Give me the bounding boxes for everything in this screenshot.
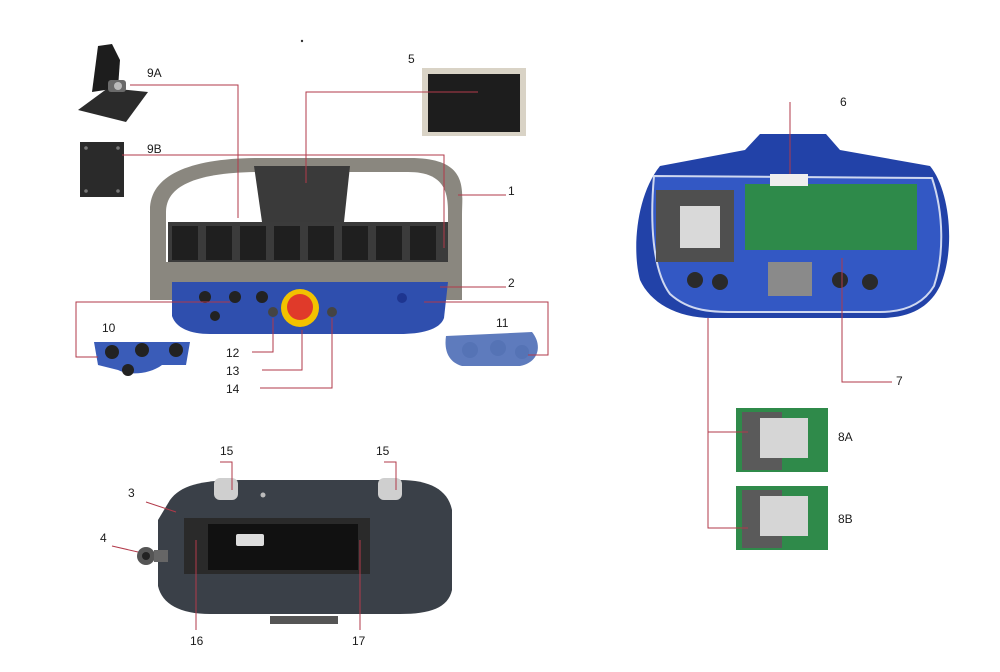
- leader-3: [145, 501, 177, 513]
- part-5-lid: [422, 68, 526, 136]
- callout-1: 1: [508, 184, 515, 198]
- leader-15b: [384, 461, 397, 490]
- part-8a-module: [736, 408, 828, 472]
- callout-2: 2: [508, 276, 515, 290]
- stray-dot: [300, 39, 304, 43]
- callout-4: 4: [100, 531, 107, 545]
- callout-14: 14: [226, 382, 240, 396]
- callout-9a: 9A: [147, 66, 162, 80]
- callout-7: 7: [896, 374, 903, 388]
- leader-9b: [122, 154, 445, 248]
- part-10-switch-module: [94, 342, 190, 376]
- callout-6: 6: [840, 95, 847, 109]
- part-9b-plate: [80, 142, 124, 197]
- part-2-blue-faceplate: [172, 282, 448, 334]
- leader-4: [111, 545, 139, 553]
- callout-12: 12: [226, 346, 240, 360]
- leader-8b: [707, 432, 748, 529]
- leader-lines: [75, 84, 892, 630]
- part-1-transmitter-body: [150, 158, 463, 300]
- callout-9b: 9B: [147, 142, 162, 156]
- leader-13: [262, 330, 303, 371]
- leader-10: [75, 301, 230, 358]
- callout-15-right: 15: [376, 444, 390, 458]
- callout-8b: 8B: [838, 512, 853, 526]
- part-9a-bracket: [78, 44, 148, 122]
- callout-17: 17: [352, 634, 366, 648]
- leader-15a: [220, 461, 233, 490]
- leader-5: [305, 91, 478, 183]
- callout-5: 5: [408, 52, 415, 66]
- callout-16: 16: [190, 634, 204, 648]
- part-11-blank-cover: [445, 332, 538, 366]
- callout-8a: 8A: [838, 430, 853, 444]
- leader-14: [260, 318, 333, 389]
- leader-7: [841, 258, 892, 383]
- part-3-back-housing: [158, 478, 452, 624]
- callout-13: 13: [226, 364, 240, 378]
- callout-3: 3: [128, 486, 135, 500]
- leader-9a: [130, 84, 239, 218]
- callout-15-left: 15: [220, 444, 234, 458]
- part-8b-module: [736, 486, 828, 550]
- leader-12: [252, 318, 274, 353]
- callout-10: 10: [102, 321, 116, 335]
- part-4-connector: [137, 547, 168, 565]
- part-6-7-open-housing: [636, 134, 950, 318]
- leader-11: [424, 301, 549, 356]
- callout-11: 11: [496, 316, 509, 330]
